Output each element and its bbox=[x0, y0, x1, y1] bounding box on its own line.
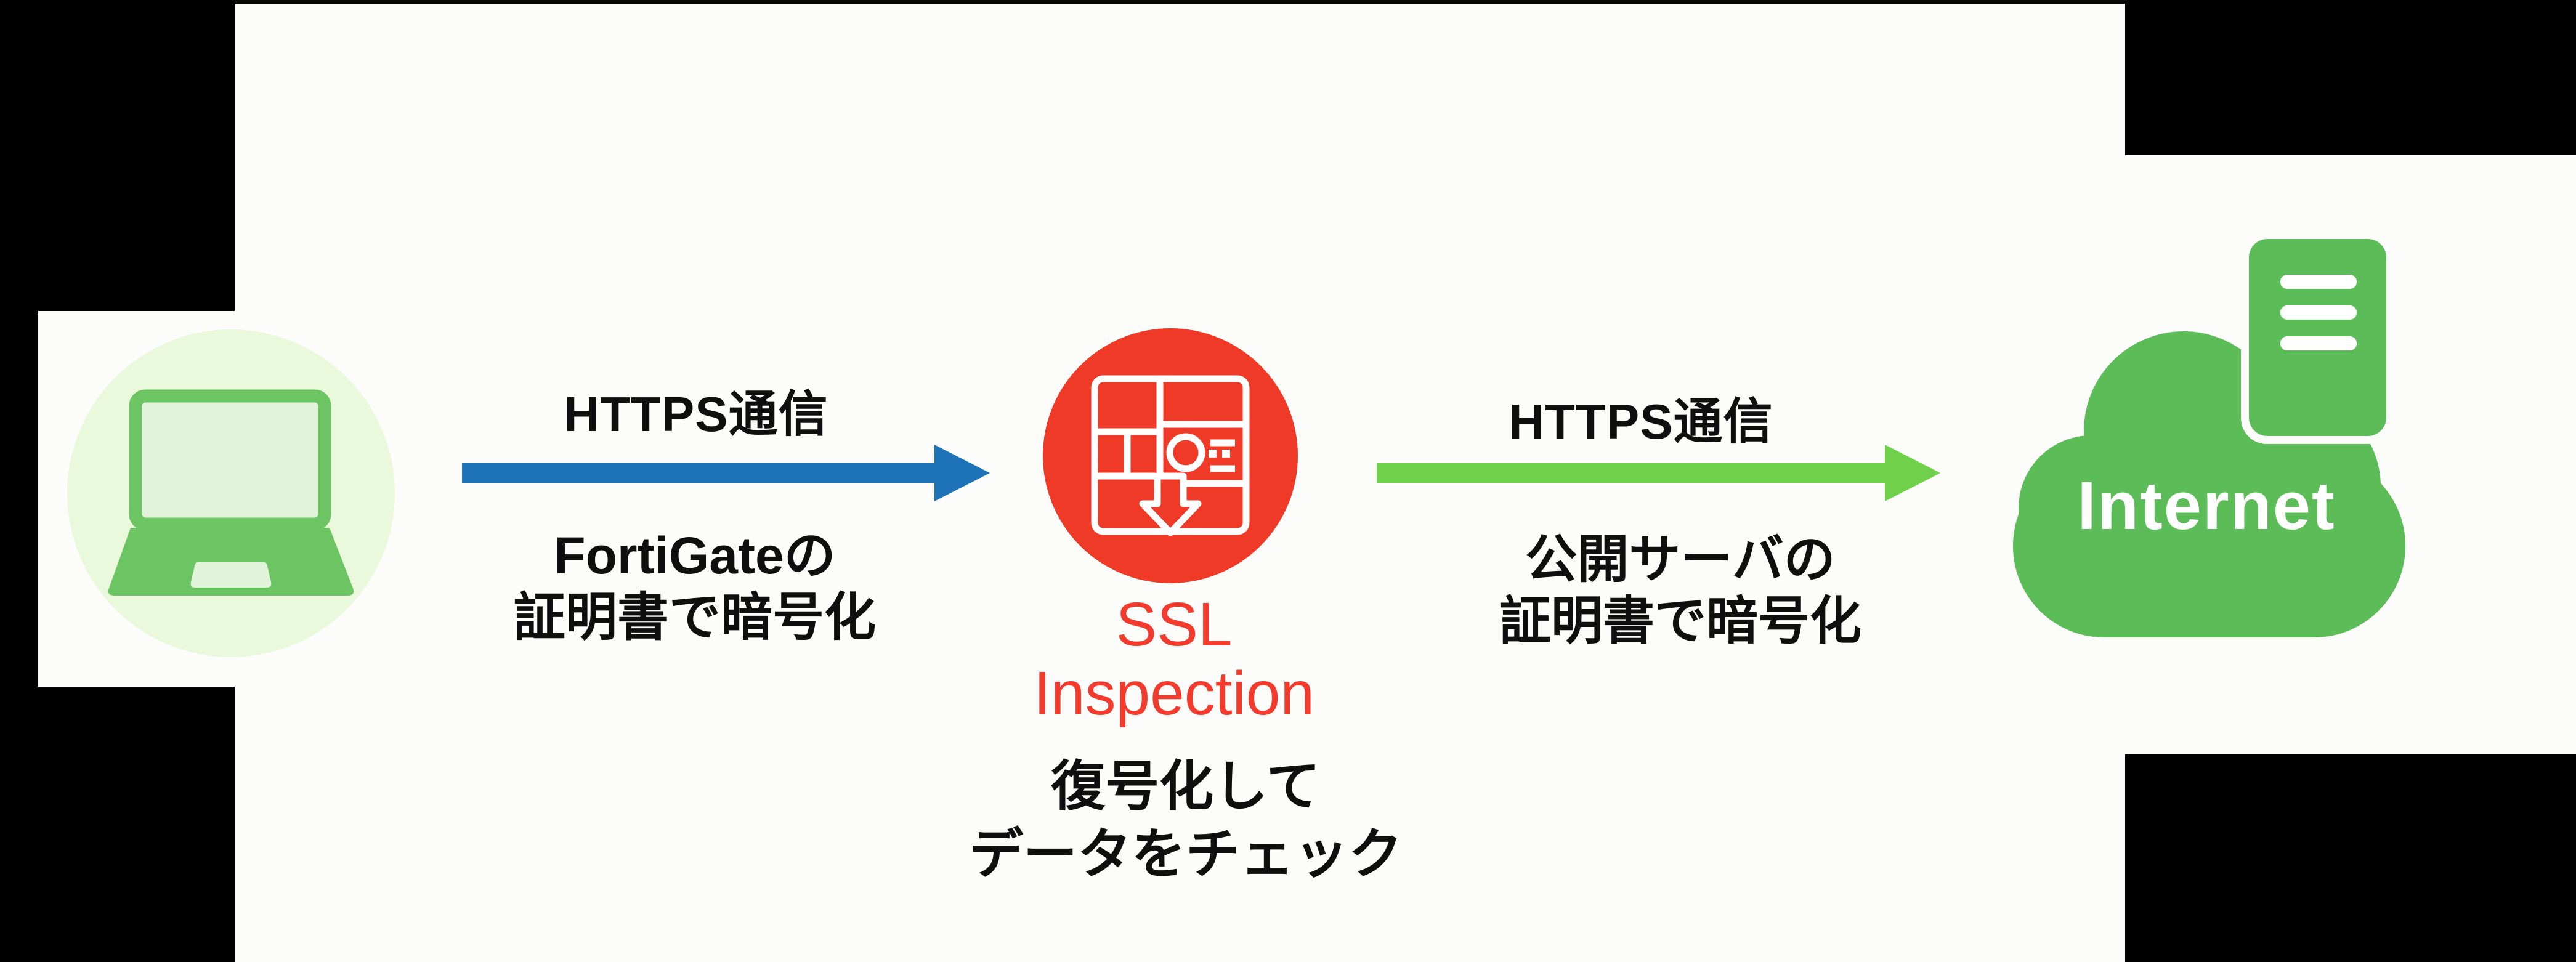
pubserver-note-line1: 公開サーバの bbox=[1525, 530, 1836, 588]
black-bottom-left-block bbox=[0, 687, 235, 962]
black-top-strip bbox=[235, 0, 2125, 4]
https-label-right: HTTPS通信 bbox=[1509, 394, 1773, 449]
laptop-icon bbox=[67, 329, 395, 657]
cloud-body bbox=[2013, 455, 2405, 637]
https-label-left: HTTPS通信 bbox=[564, 387, 828, 442]
decode-note-line2: データをチェック bbox=[968, 823, 1403, 884]
ssl-inspection-title: SSL Inspection bbox=[1034, 590, 1314, 728]
decode-note-line1: 復号化して bbox=[1051, 756, 1321, 817]
document-line-2 bbox=[2280, 305, 2357, 320]
inspection-lens-icon bbox=[1166, 433, 1205, 472]
firewall-inspection-icon bbox=[1043, 328, 1298, 583]
internet-cloud-icon bbox=[2013, 231, 2405, 637]
laptop-screen bbox=[129, 389, 331, 531]
internet-label: Internet bbox=[2077, 468, 2336, 544]
arrow-right-icon-blue bbox=[462, 445, 990, 501]
document-line-3 bbox=[2280, 336, 2357, 350]
fortigate-note-line2: 証明書で暗号化 bbox=[513, 588, 877, 646]
laptop-trackpad bbox=[190, 562, 272, 588]
ssl-title-line2: Inspection bbox=[1034, 659, 1314, 728]
arrow-right-icon-green bbox=[1377, 445, 1940, 501]
report-dot-2 bbox=[1222, 450, 1230, 458]
download-arrow-icon bbox=[1139, 472, 1202, 536]
fortigate-encryption-note: FortiGateの 証明書で暗号化 bbox=[514, 525, 876, 648]
pubserver-note-line2: 証明書で暗号化 bbox=[1499, 592, 1862, 650]
black-top-left-block bbox=[0, 0, 235, 311]
black-top-right-block bbox=[2125, 0, 2576, 155]
decrypt-check-note: 復号化して データをチェック bbox=[969, 753, 1403, 888]
document-line-1 bbox=[2280, 275, 2357, 289]
ssl-title-line1: SSL bbox=[1116, 590, 1233, 659]
fortigate-note-line1: FortiGateの bbox=[554, 527, 836, 584]
public-server-encryption-note: 公開サーバの 証明書で暗号化 bbox=[1499, 528, 1861, 652]
black-bottom-right-block bbox=[2125, 754, 2576, 962]
report-dot-1 bbox=[1209, 450, 1217, 458]
